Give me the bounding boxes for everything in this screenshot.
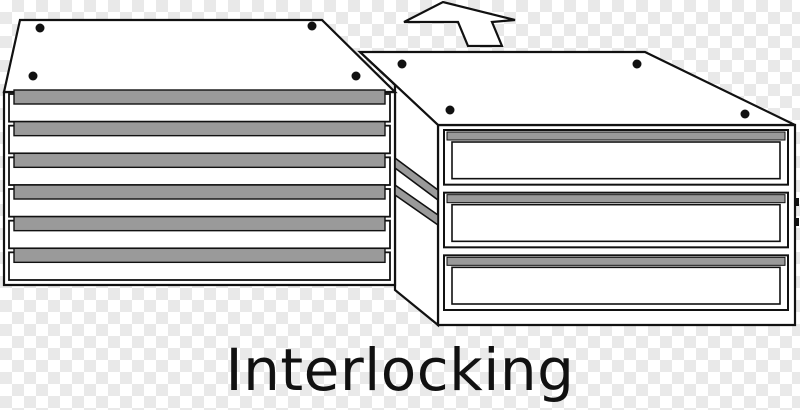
mounting-hole [397, 59, 407, 69]
interlock-rail [394, 156, 439, 202]
mounting-hole [307, 21, 317, 31]
drawer-front [13, 184, 386, 200]
side-latch [794, 198, 799, 206]
side-latch [794, 218, 799, 226]
drawer-front [13, 89, 386, 105]
up-arrow-shape [403, 0, 516, 48]
interlock-rail [394, 183, 439, 227]
diagram-caption: Interlocking [225, 336, 575, 404]
drawer-lip [446, 194, 786, 204]
drawer-front [13, 120, 386, 137]
drawer-lip [446, 256, 786, 266]
mounting-hole [351, 71, 361, 81]
drawer-face [451, 203, 781, 243]
mounting-hole [35, 23, 45, 33]
mounting-hole [740, 109, 750, 119]
drawer-face [451, 266, 781, 305]
mounting-hole [632, 59, 642, 69]
drawer-front [13, 215, 386, 232]
left-cabinet [2, 18, 398, 287]
drawer-lip [446, 131, 786, 141]
mounting-hole [445, 105, 455, 115]
mounting-hole [28, 71, 38, 81]
drawer-front [13, 152, 386, 169]
left-cabinet-top [2, 18, 398, 94]
drawer-front [13, 247, 386, 264]
interlock-connectors [394, 156, 439, 227]
up-arrow-icon [403, 0, 516, 48]
drawer-face [451, 141, 781, 180]
